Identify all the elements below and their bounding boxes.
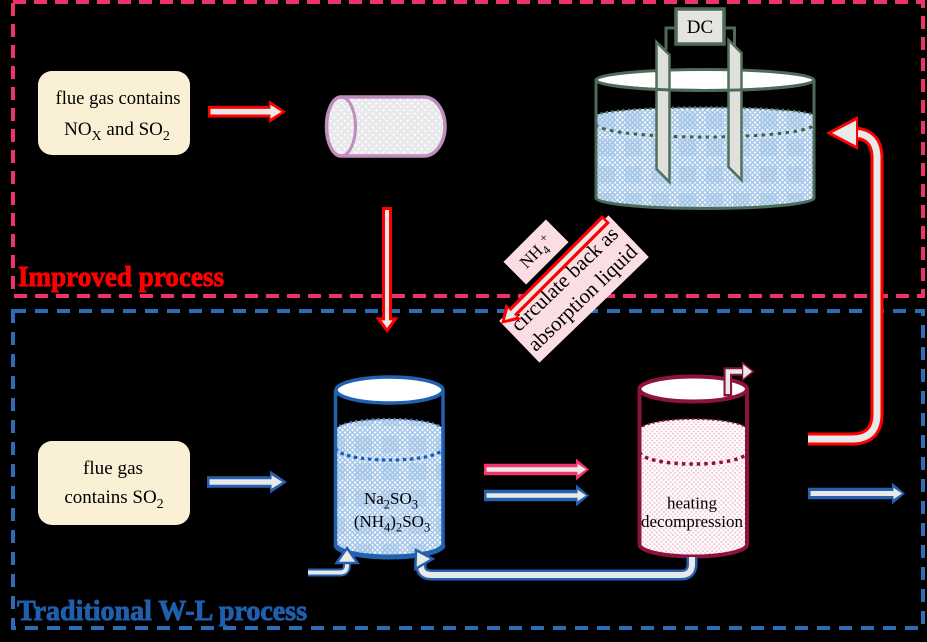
svg-text:Na2SO3: Na2SO3 bbox=[364, 489, 418, 512]
svg-text:decompression: decompression bbox=[641, 512, 743, 531]
svg-text:flue gas contains: flue gas contains bbox=[56, 88, 181, 109]
svg-text:NOX and SO2: NOX and SO2 bbox=[64, 119, 170, 144]
svg-text:contains SO2: contains SO2 bbox=[64, 487, 163, 512]
svg-text:(NH4)2SO3: (NH4)2SO3 bbox=[354, 512, 430, 535]
svg-text:flue gas: flue gas bbox=[83, 458, 143, 479]
svg-text:DC: DC bbox=[687, 17, 713, 38]
svg-text:Improved process: Improved process bbox=[18, 261, 224, 293]
svg-text:Traditional W-L process: Traditional W-L process bbox=[17, 595, 307, 627]
svg-text:heating: heating bbox=[667, 494, 718, 513]
